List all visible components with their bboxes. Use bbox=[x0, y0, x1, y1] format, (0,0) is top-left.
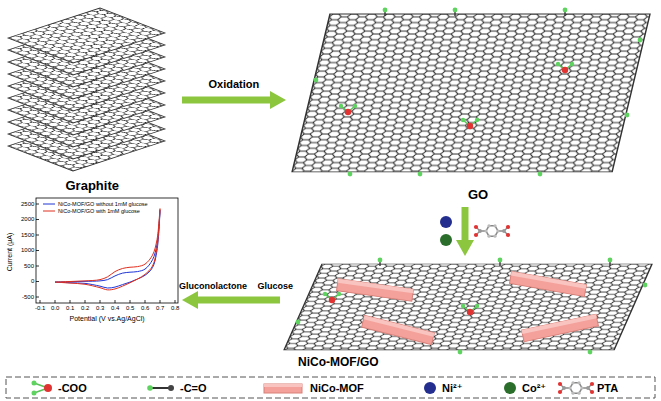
ion-swatch bbox=[424, 382, 436, 394]
legend-text: -COO bbox=[58, 382, 87, 395]
legend-text: -C=O bbox=[180, 382, 207, 395]
tick-label: 0.8 bbox=[171, 305, 179, 312]
tick-label: 2000 bbox=[21, 216, 34, 223]
panel-label: Graphite bbox=[66, 179, 119, 194]
tick-mark bbox=[36, 219, 39, 220]
tick-label: 0.6 bbox=[141, 305, 149, 312]
mof-go-sheet-drawing bbox=[284, 258, 652, 355]
legend-icons bbox=[32, 381, 595, 396]
tick-mark bbox=[160, 300, 161, 303]
tick-mark bbox=[85, 300, 86, 303]
tick-mark bbox=[175, 300, 176, 303]
tick-label: 1000 bbox=[21, 247, 34, 254]
tick-label: 0.4 bbox=[111, 305, 119, 312]
cv-plot bbox=[36, 198, 178, 303]
arrow-head bbox=[270, 91, 286, 109]
go-sheet-drawing bbox=[292, 8, 650, 177]
arrow-label: Oxidation bbox=[209, 78, 260, 91]
legend-text: PTA bbox=[597, 382, 618, 395]
tick-mark bbox=[130, 300, 131, 303]
tick-label: -0.1 bbox=[35, 305, 45, 312]
legend-text: Ni²⁺ bbox=[442, 382, 462, 395]
ion-swatch bbox=[504, 382, 516, 394]
tick-mark bbox=[36, 250, 39, 251]
legend-line-sample bbox=[43, 204, 55, 205]
tick-mark bbox=[36, 266, 39, 267]
axis-title: Current (μA) bbox=[6, 233, 14, 272]
tick-label: 500 bbox=[24, 263, 34, 270]
graphite-illustration: Graphite bbox=[4, 2, 180, 196]
arrow-shaft bbox=[197, 297, 280, 304]
cv-curve bbox=[55, 209, 160, 290]
arrow-shaft bbox=[462, 207, 469, 241]
process-arrow bbox=[456, 207, 474, 256]
tick-mark bbox=[36, 297, 39, 298]
panel-label: NiCo-MOF/GO bbox=[298, 356, 379, 370]
tick-label: 0.5 bbox=[126, 305, 134, 312]
process-arrow bbox=[182, 291, 280, 309]
tick-label: 2500 bbox=[21, 201, 34, 208]
arrow-label: Gluconolactone Glucose bbox=[179, 281, 293, 291]
tick-label: 0.2 bbox=[81, 305, 89, 312]
tick-label: 0.7 bbox=[156, 305, 164, 312]
tick-mark bbox=[36, 235, 39, 236]
co-ion bbox=[440, 234, 452, 246]
legend-text: NiCo-MOF/GO with 1mM glucose bbox=[58, 208, 140, 214]
tick-mark bbox=[36, 204, 39, 205]
tick-mark bbox=[55, 300, 56, 303]
tick-label: -500 bbox=[22, 294, 34, 301]
tick-mark bbox=[145, 300, 146, 303]
tick-label: 0.1 bbox=[66, 305, 74, 312]
tick-label: 1500 bbox=[21, 232, 34, 239]
process-arrow bbox=[182, 91, 286, 109]
arrow-shaft bbox=[182, 97, 271, 104]
tick-mark bbox=[70, 300, 71, 303]
ni-ion bbox=[440, 216, 452, 228]
panel-label: GO bbox=[468, 188, 488, 203]
axis-title: Potential (V vs.Ag/AgCl) bbox=[70, 315, 145, 323]
legend-text: NiCo-MOF/GO without 1mM glucose bbox=[58, 201, 148, 207]
tick-mark bbox=[115, 300, 116, 303]
tick-mark bbox=[36, 281, 39, 282]
graphite-stack bbox=[8, 8, 165, 171]
go-sheet: GO bbox=[288, 4, 656, 205]
tick-mark bbox=[100, 300, 101, 303]
legend-frame bbox=[6, 377, 655, 398]
tick-label: 0.0 bbox=[51, 305, 59, 312]
tick-label: 0.3 bbox=[96, 305, 104, 312]
tick-label: 0 bbox=[31, 278, 34, 285]
arrow-head bbox=[456, 240, 474, 256]
arrow-head bbox=[182, 291, 198, 309]
legend-text: Co²⁺ bbox=[522, 382, 546, 395]
pta-molecule bbox=[474, 224, 510, 238]
mof-go-sheet: NiCo-MOF/GO bbox=[282, 258, 656, 372]
legend-text: NiCo-MOF bbox=[310, 382, 364, 395]
legend-line-sample bbox=[43, 211, 55, 212]
tick-mark bbox=[40, 300, 41, 303]
